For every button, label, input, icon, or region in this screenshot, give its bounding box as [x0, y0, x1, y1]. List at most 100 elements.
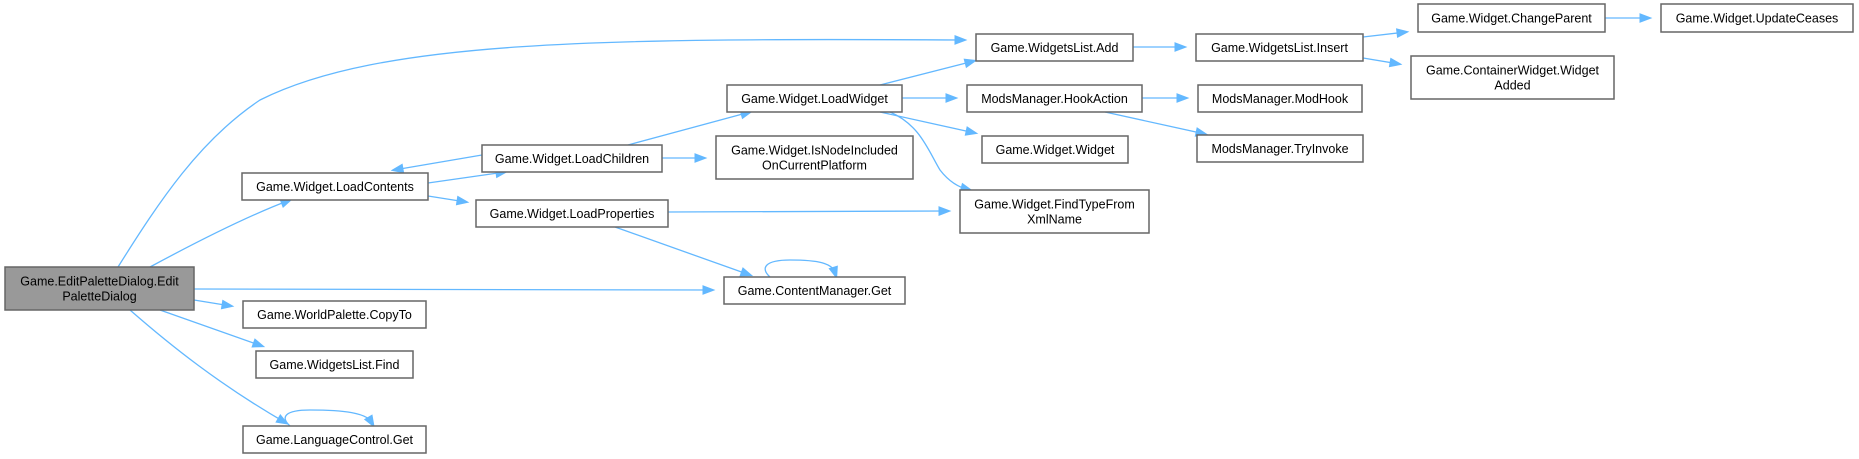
- node-box[interactable]: [959, 189, 1150, 234]
- node-isNodeIncluded[interactable]: Game.Widget.IsNodeIncludedOnCurrentPlatf…: [715, 135, 914, 180]
- node-loadChildren[interactable]: Game.Widget.LoadChildren: [481, 144, 663, 173]
- node-box[interactable]: [975, 33, 1134, 62]
- node-root[interactable]: Game.EditPaletteDialog.EditPaletteDialog: [4, 266, 195, 311]
- node-label: Game.Widget.UpdateCeases: [1676, 12, 1839, 26]
- edge-loadWidget-to-widgetCtor-arrowhead: [964, 126, 979, 136]
- node-label: Game.Widget.Widget: [996, 143, 1115, 157]
- node-label: Game.LanguageControl.Get: [256, 433, 414, 447]
- edge-loadWidget-to-wlAdd: [879, 58, 978, 86]
- edge-contentGet-to-contentGet: [764, 259, 838, 280]
- node-updateCeases[interactable]: Game.Widget.UpdateCeases: [1660, 3, 1854, 33]
- node-label: Game.Widget.LoadWidget: [741, 92, 888, 106]
- node-loadWidget[interactable]: Game.Widget.LoadWidget: [726, 84, 903, 113]
- edge-root-to-copyTo: [193, 299, 235, 310]
- node-box[interactable]: [255, 350, 414, 379]
- edge-root-to-contentGet-arrowhead: [702, 285, 716, 295]
- node-label: Game.Widget.ChangeParent: [1431, 12, 1592, 26]
- node-box[interactable]: [481, 144, 663, 173]
- node-modHook[interactable]: ModsManager.ModHook: [1197, 84, 1363, 113]
- edge-root-to-wlFind: [159, 309, 266, 348]
- edge-loadChildren-to-isNodeIncluded: [662, 153, 708, 163]
- node-box[interactable]: [723, 276, 906, 305]
- edge-root-to-loadContents-line: [149, 199, 291, 268]
- edge-loadWidget-to-findType-line: [889, 111, 971, 191]
- edge-hookAction-to-tryInvoke: [1104, 111, 1209, 137]
- edge-wlAdd-to-wlInsert: [1133, 42, 1188, 52]
- node-box[interactable]: [981, 135, 1129, 164]
- edge-changeParent-to-updateCeases-arrowhead: [1639, 13, 1653, 23]
- node-box[interactable]: [726, 84, 903, 113]
- edge-langGet-to-langGet-line: [284, 409, 374, 427]
- edge-root-to-wlFind-arrowhead: [251, 338, 266, 348]
- edge-loadProperties-to-findType-arrowhead: [938, 206, 952, 216]
- edge-loadChildren-to-loadWidget-line: [627, 111, 751, 146]
- node-label: Added: [1494, 79, 1530, 93]
- node-label: Game.Widget.LoadContents: [256, 180, 414, 194]
- node-loadContents[interactable]: Game.Widget.LoadContents: [241, 172, 429, 201]
- node-box[interactable]: [715, 135, 914, 180]
- node-box[interactable]: [1196, 134, 1364, 163]
- edge-wlAdd-to-wlInsert-arrowhead: [1174, 42, 1188, 52]
- node-box[interactable]: [1417, 3, 1606, 33]
- edge-loadProperties-to-findType-line: [667, 210, 949, 213]
- edge-wlInsert-to-widgetAdded-arrowhead: [1388, 57, 1403, 68]
- edge-root-to-langGet-line: [129, 309, 287, 424]
- node-wlInsert[interactable]: Game.WidgetsList.Insert: [1195, 33, 1364, 62]
- edge-loadChildren-to-isNodeIncluded-arrowhead: [694, 153, 708, 163]
- edge-hookAction-to-modHook: [1142, 93, 1190, 103]
- node-box[interactable]: [1195, 33, 1364, 62]
- node-label: Game.EditPaletteDialog.Edit: [20, 275, 179, 289]
- node-label: Game.ContainerWidget.Widget: [1426, 64, 1600, 78]
- node-label: Game.Widget.LoadProperties: [490, 207, 655, 221]
- node-box[interactable]: [242, 425, 427, 454]
- edge-loadWidget-to-hookAction: [902, 93, 959, 103]
- edge-root-to-langGet-arrowhead: [275, 413, 289, 425]
- node-label: ModsManager.TryInvoke: [1211, 142, 1348, 156]
- node-widgetCtor[interactable]: Game.Widget.Widget: [981, 135, 1129, 164]
- edge-hookAction-to-tryInvoke-line: [1104, 111, 1206, 135]
- node-copyTo[interactable]: Game.WorldPalette.CopyTo: [242, 300, 427, 329]
- node-box[interactable]: [1197, 84, 1363, 113]
- node-wlFind[interactable]: Game.WidgetsList.Find: [255, 350, 414, 379]
- node-box[interactable]: [1410, 55, 1615, 100]
- edge-root-to-contentGet: [193, 285, 716, 295]
- edge-root-to-contentGet-line: [193, 288, 713, 291]
- node-label: PaletteDialog: [62, 290, 136, 304]
- node-box[interactable]: [966, 84, 1143, 113]
- nodes-layer: Game.EditPaletteDialog.EditPaletteDialog…: [4, 3, 1854, 454]
- edge-wlInsert-to-changeParent: [1362, 28, 1410, 38]
- node-label: Game.Widget.IsNodeIncluded: [731, 144, 898, 158]
- edge-loadProperties-to-findType: [667, 206, 952, 216]
- edge-contentGet-to-contentGet-arrowhead: [828, 265, 838, 280]
- node-wlAdd[interactable]: Game.WidgetsList.Add: [975, 33, 1134, 62]
- node-label: ModsManager.HookAction: [981, 92, 1128, 106]
- node-label: Game.WidgetsList.Insert: [1211, 41, 1348, 55]
- node-label: Game.WidgetsList.Find: [270, 358, 400, 372]
- edge-root-to-wlAdd-arrowhead: [954, 35, 968, 45]
- edge-loadChildren-to-loadContents: [390, 154, 483, 174]
- edge-loadWidget-to-hookAction-arrowhead: [945, 93, 959, 103]
- node-box[interactable]: [475, 199, 669, 228]
- node-label: Game.WidgetsList.Add: [991, 41, 1119, 55]
- edge-changeParent-to-updateCeases: [1605, 13, 1653, 23]
- node-tryInvoke[interactable]: ModsManager.TryInvoke: [1196, 134, 1364, 163]
- edge-langGet-to-langGet-arrowhead: [363, 414, 375, 428]
- edge-loadChildren-to-loadContents-line: [393, 154, 483, 171]
- edge-wlInsert-to-widgetAdded: [1362, 57, 1403, 68]
- node-box[interactable]: [241, 172, 429, 201]
- node-loadProperties[interactable]: Game.Widget.LoadProperties: [475, 199, 669, 228]
- node-contentGet[interactable]: Game.ContentManager.Get: [723, 276, 906, 305]
- node-langGet[interactable]: Game.LanguageControl.Get: [242, 425, 427, 454]
- node-box[interactable]: [1660, 3, 1854, 33]
- edge-contentGet-to-contentGet-line: [764, 259, 837, 278]
- node-hookAction[interactable]: ModsManager.HookAction: [966, 84, 1143, 113]
- node-changeParent[interactable]: Game.Widget.ChangeParent: [1417, 3, 1606, 33]
- node-label: Game.Widget.LoadChildren: [495, 152, 649, 166]
- node-label: Game.Widget.FindTypeFrom: [974, 198, 1134, 212]
- node-box[interactable]: [4, 266, 195, 311]
- edge-loadContents-to-loadProperties: [427, 195, 470, 206]
- edge-loadProperties-to-contentGet-arrowhead: [739, 267, 754, 277]
- node-box[interactable]: [242, 300, 427, 329]
